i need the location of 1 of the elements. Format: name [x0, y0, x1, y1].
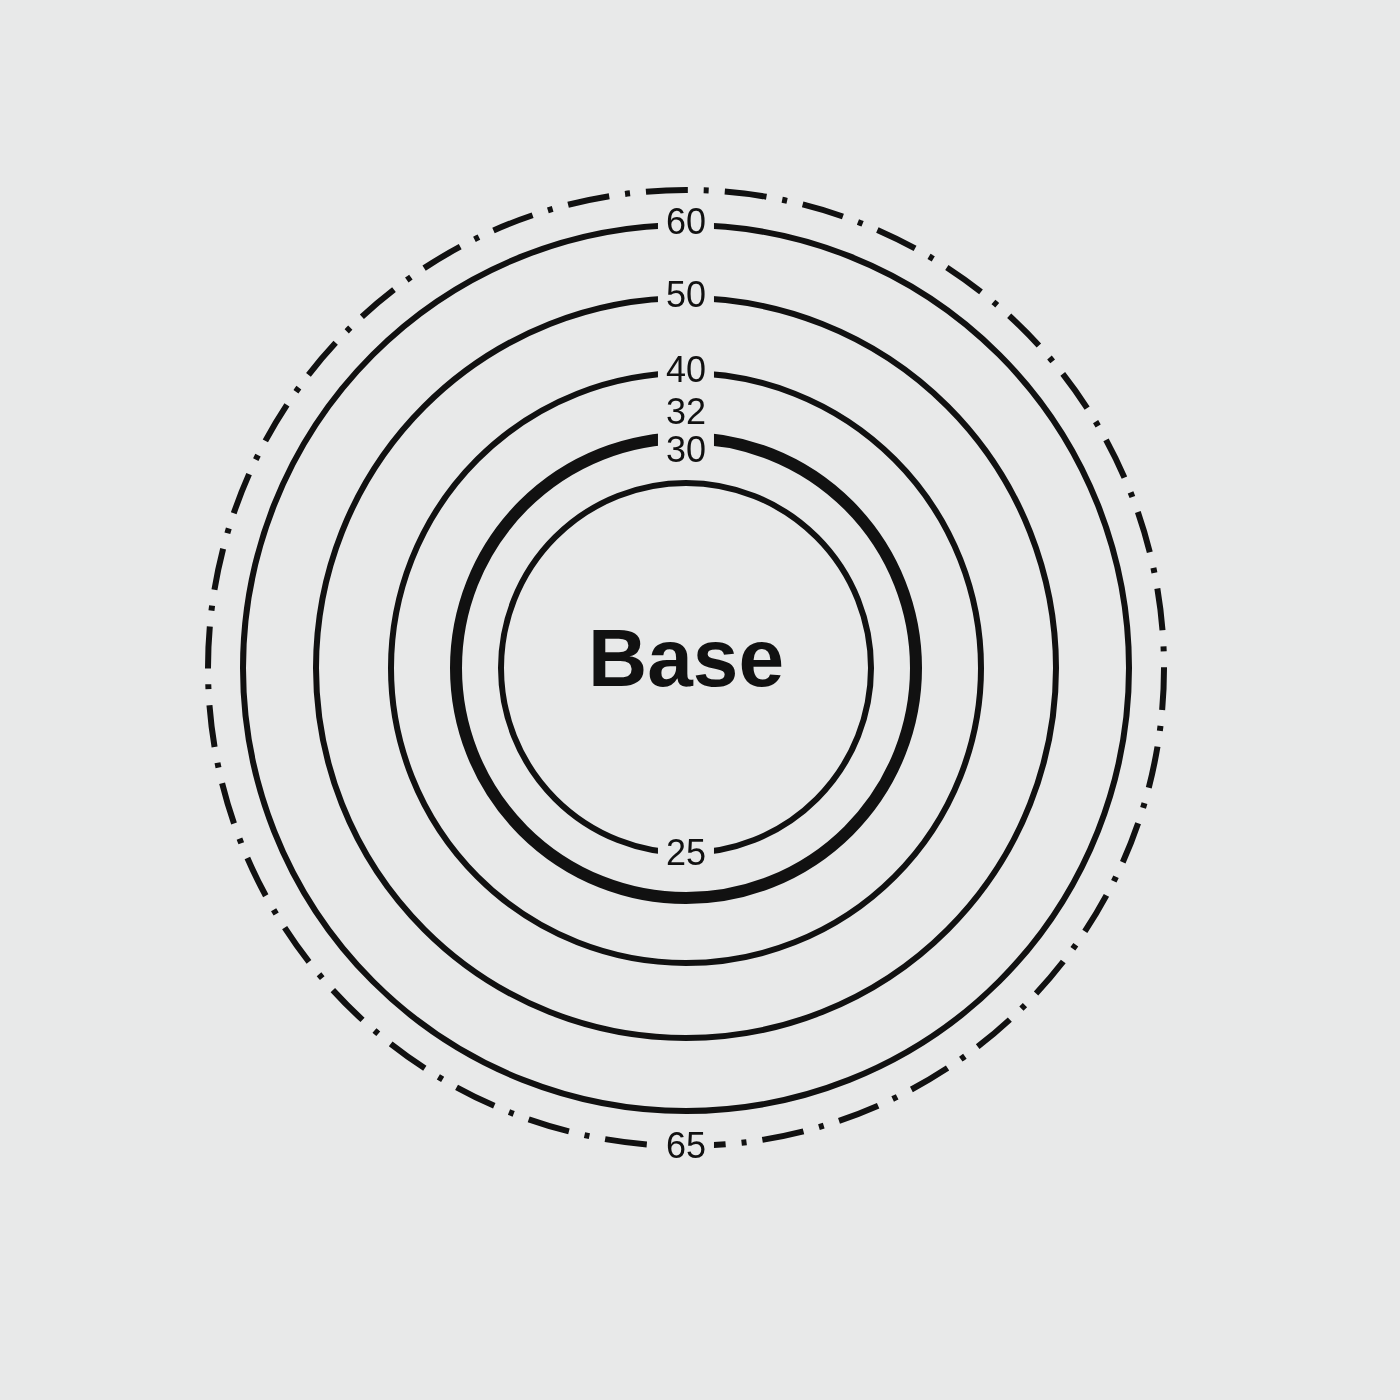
center-title: Base: [588, 617, 784, 699]
